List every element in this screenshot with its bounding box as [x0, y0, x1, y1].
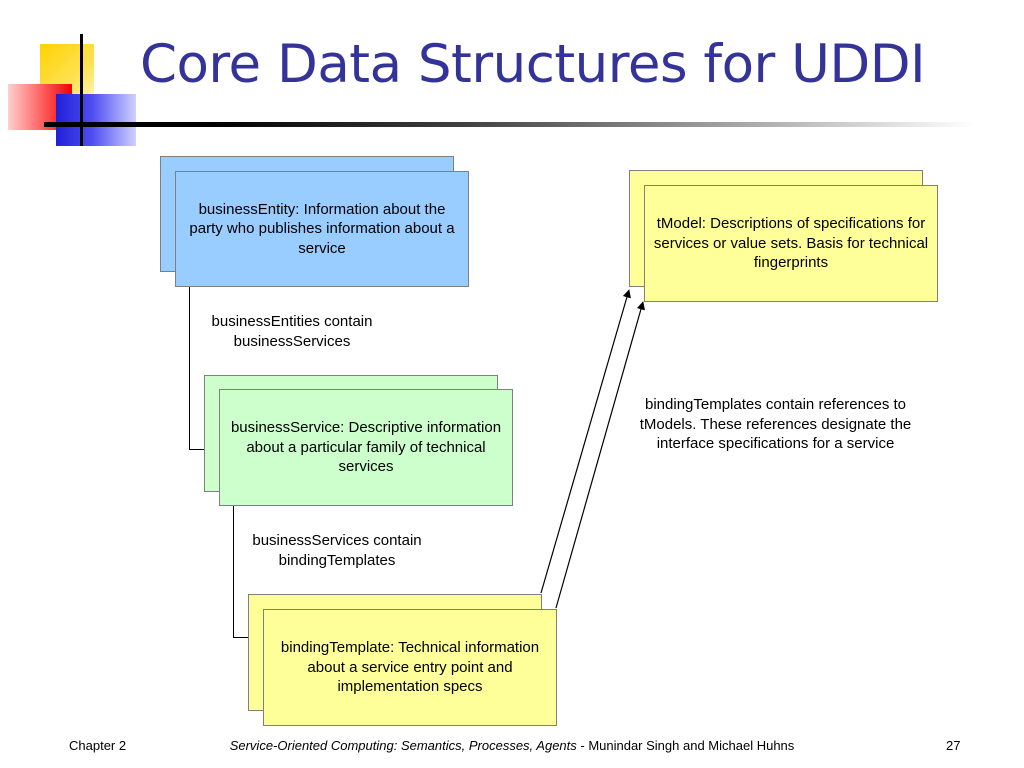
business-service-text: businessService: Descriptive information…: [230, 419, 502, 476]
template-to-tmodel-arrow-2: [555, 301, 645, 609]
footer-chapter: Chapter 2: [69, 738, 127, 753]
entities-contain-services-label: businessEntities contain businessService…: [211, 313, 373, 350]
footer-page-number: 27: [946, 738, 961, 753]
slide-title: Core Data Structures for UDDI: [140, 34, 926, 95]
footer-book-title: Service-Oriented Computing: Semantics, P…: [229, 738, 577, 753]
service-to-template-connector: [233, 506, 250, 638]
business-entity-text: businessEntity: Information about the pa…: [189, 200, 455, 257]
logo-blue-square: [56, 94, 136, 146]
title-underline: [44, 122, 974, 127]
entity-to-service-connector: [189, 287, 205, 450]
business-service-box: businessService: Descriptive information…: [219, 389, 513, 506]
tmodel-box: tModel: Descriptions of specifications f…: [644, 185, 938, 302]
binding-template-box: bindingTemplate: Technical information a…: [263, 609, 557, 726]
business-entity-box: businessEntity: Information about the pa…: [175, 171, 469, 287]
binding-template-text: bindingTemplate: Technical information a…: [280, 639, 540, 696]
footer-authors: - Munindar Singh and Michael Huhns: [576, 738, 795, 753]
logo-vertical-line: [80, 34, 83, 146]
templates-reference-tmodels-label: bindingTemplates contain references to t…: [639, 396, 912, 452]
services-contain-templates-label: businessServices contain bindingTemplate…: [252, 532, 422, 569]
tmodel-text: tModel: Descriptions of specifications f…: [653, 215, 929, 272]
template-to-tmodel-arrow-1: [540, 289, 631, 594]
footer-citation: Service-Oriented Computing: Semantics, P…: [0, 738, 1024, 753]
